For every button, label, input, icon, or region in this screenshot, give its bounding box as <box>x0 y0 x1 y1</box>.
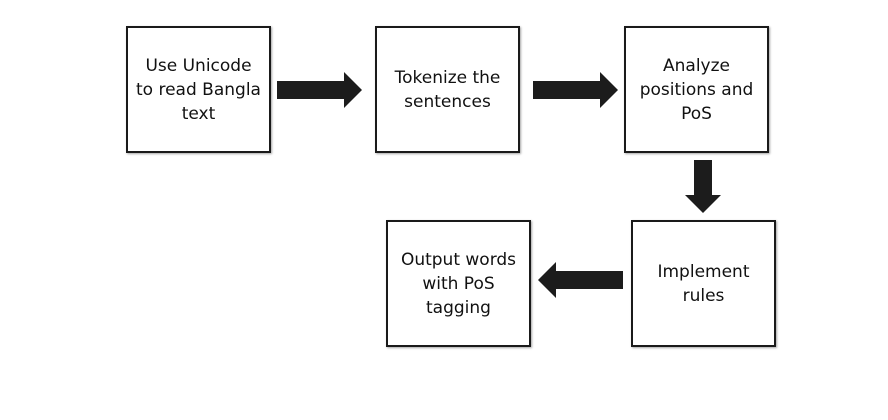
arrow-unicode-to-tokenize <box>277 72 362 108</box>
step-analyze-label: Analyze positions and PoS <box>639 55 754 124</box>
step-tokenize-label: Tokenize the sentences <box>394 67 501 112</box>
step-analyze-box: Analyze positions and PoS <box>624 26 769 153</box>
step-tokenize-box: Tokenize the sentences <box>375 26 520 153</box>
arrow-implement-to-output <box>538 262 623 298</box>
step-read-unicode-label: Use Unicode to read Bangla text <box>136 55 261 124</box>
step-implement-rules-box: Implement rules <box>631 220 776 347</box>
arrow-tokenize-to-analyze <box>533 72 618 108</box>
arrow-analyze-to-implement <box>685 160 721 213</box>
step-output-label: Output words with PoS tagging <box>400 249 517 318</box>
step-read-unicode-box: Use Unicode to read Bangla text <box>126 26 271 153</box>
step-output-box: Output words with PoS tagging <box>386 220 531 347</box>
step-implement-rules-label: Implement rules <box>657 261 750 306</box>
